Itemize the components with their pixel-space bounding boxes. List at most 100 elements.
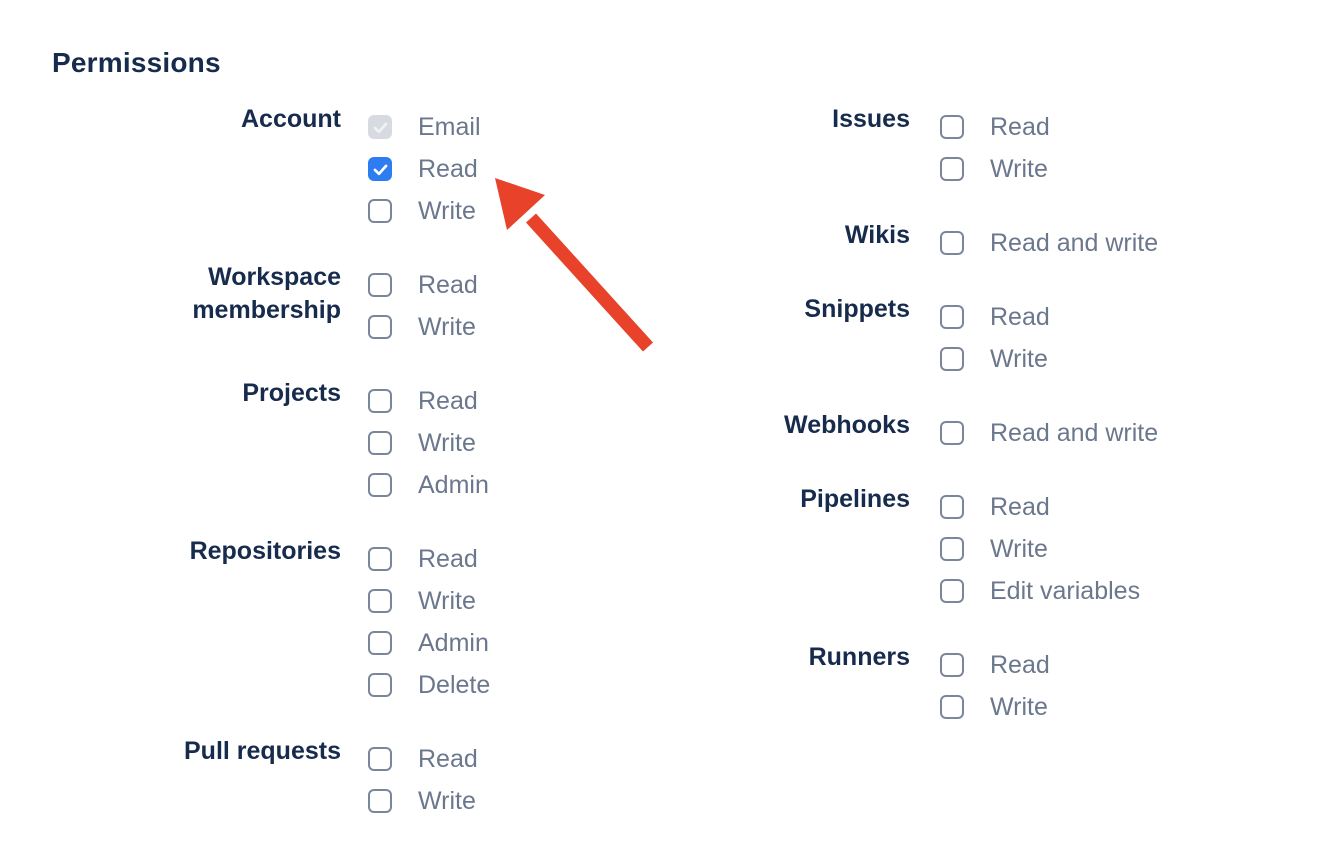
group-label-workspace-membership: Workspace membership xyxy=(192,263,341,324)
issues-read-label[interactable]: Read xyxy=(990,113,1050,141)
group-label-runners: Runners xyxy=(808,643,910,671)
projects-write-label[interactable]: Write xyxy=(418,429,476,457)
group-label-pull-requests: Pull requests xyxy=(184,737,341,765)
issues-read-option[interactable]: Read xyxy=(940,113,1050,141)
issues-read-checkbox[interactable] xyxy=(940,115,964,139)
wikis-read-and-write-checkbox[interactable] xyxy=(940,231,964,255)
account-read-option[interactable]: Read xyxy=(368,155,481,183)
workspace-membership-read-label[interactable]: Read xyxy=(418,271,478,299)
projects-read-option[interactable]: Read xyxy=(368,387,489,415)
pull-requests-read-label[interactable]: Read xyxy=(418,745,478,773)
pull-requests-read-option[interactable]: Read xyxy=(368,745,478,773)
pull-requests-write-option[interactable]: Write xyxy=(368,787,478,815)
runners-write-label[interactable]: Write xyxy=(990,693,1048,721)
repositories-write-checkbox[interactable] xyxy=(368,589,392,613)
projects-read-checkbox[interactable] xyxy=(368,389,392,413)
account-email-option: Email xyxy=(368,113,481,141)
workspace-membership-read-option[interactable]: Read xyxy=(368,271,478,299)
runners-read-label[interactable]: Read xyxy=(990,651,1050,679)
pipelines-write-label[interactable]: Write xyxy=(990,535,1048,563)
check-icon xyxy=(373,164,387,175)
snippets-write-label[interactable]: Write xyxy=(990,345,1048,373)
projects-write-checkbox[interactable] xyxy=(368,431,392,455)
projects-read-label[interactable]: Read xyxy=(418,387,478,415)
webhooks-read-and-write-label[interactable]: Read and write xyxy=(990,419,1159,447)
webhooks-read-and-write-checkbox[interactable] xyxy=(940,421,964,445)
account-write-option[interactable]: Write xyxy=(368,197,481,225)
projects-admin-label[interactable]: Admin xyxy=(418,471,489,499)
runners-write-option[interactable]: Write xyxy=(940,693,1050,721)
repositories-delete-label[interactable]: Delete xyxy=(418,671,491,699)
workspace-membership-read-checkbox[interactable] xyxy=(368,273,392,297)
runners-read-option[interactable]: Read xyxy=(940,651,1050,679)
snippets-write-option[interactable]: Write xyxy=(940,345,1050,373)
wikis-read-and-write-label[interactable]: Read and write xyxy=(990,229,1159,257)
pipelines-edit-variables-label[interactable]: Edit variables xyxy=(990,577,1141,605)
account-email-checkbox xyxy=(368,115,392,139)
repositories-delete-checkbox[interactable] xyxy=(368,673,392,697)
pull-requests-read-checkbox[interactable] xyxy=(368,747,392,771)
group-label-account: Account xyxy=(241,105,341,133)
issues-write-option[interactable]: Write xyxy=(940,155,1050,183)
issues-write-checkbox[interactable] xyxy=(940,157,964,181)
repositories-read-option[interactable]: Read xyxy=(368,545,490,573)
webhooks-read-and-write-option[interactable]: Read and write xyxy=(940,419,1159,447)
workspace-membership-write-option[interactable]: Write xyxy=(368,313,478,341)
group-label-repositories: Repositories xyxy=(189,537,341,565)
account-email-label: Email xyxy=(418,113,481,141)
projects-admin-option[interactable]: Admin xyxy=(368,471,489,499)
repositories-write-option[interactable]: Write xyxy=(368,587,490,615)
repositories-admin-label[interactable]: Admin xyxy=(418,629,489,657)
snippets-read-label[interactable]: Read xyxy=(990,303,1050,331)
account-read-checkbox[interactable] xyxy=(368,157,392,181)
repositories-read-label[interactable]: Read xyxy=(418,545,478,573)
repositories-admin-option[interactable]: Admin xyxy=(368,629,490,657)
account-write-label[interactable]: Write xyxy=(418,197,476,225)
pipelines-write-option[interactable]: Write xyxy=(940,535,1140,563)
account-write-checkbox[interactable] xyxy=(368,199,392,223)
workspace-membership-write-checkbox[interactable] xyxy=(368,315,392,339)
wikis-read-and-write-option[interactable]: Read and write xyxy=(940,229,1159,257)
pull-requests-write-label[interactable]: Write xyxy=(418,787,476,815)
runners-read-checkbox[interactable] xyxy=(940,653,964,677)
pipelines-edit-variables-checkbox[interactable] xyxy=(940,579,964,603)
issues-write-label[interactable]: Write xyxy=(990,155,1048,183)
pipelines-read-option[interactable]: Read xyxy=(940,493,1140,521)
account-read-label[interactable]: Read xyxy=(418,155,478,183)
runners-write-checkbox[interactable] xyxy=(940,695,964,719)
workspace-membership-write-label[interactable]: Write xyxy=(418,313,476,341)
pull-requests-write-checkbox[interactable] xyxy=(368,789,392,813)
repositories-read-checkbox[interactable] xyxy=(368,547,392,571)
snippets-read-checkbox[interactable] xyxy=(940,305,964,329)
pipelines-write-checkbox[interactable] xyxy=(940,537,964,561)
projects-write-option[interactable]: Write xyxy=(368,429,489,457)
repositories-admin-checkbox[interactable] xyxy=(368,631,392,655)
pipelines-edit-variables-option[interactable]: Edit variables xyxy=(940,577,1141,605)
webhooks-options: Read and write xyxy=(940,419,1159,447)
projects-admin-checkbox[interactable] xyxy=(368,473,392,497)
pipelines-read-checkbox[interactable] xyxy=(940,495,964,519)
page-title: Permissions xyxy=(52,47,221,78)
repositories-delete-option[interactable]: Delete xyxy=(368,671,491,699)
snippets-read-option[interactable]: Read xyxy=(940,303,1050,331)
pipelines-read-label[interactable]: Read xyxy=(990,493,1050,521)
repositories-write-label[interactable]: Write xyxy=(418,587,476,615)
snippets-write-checkbox[interactable] xyxy=(940,347,964,371)
